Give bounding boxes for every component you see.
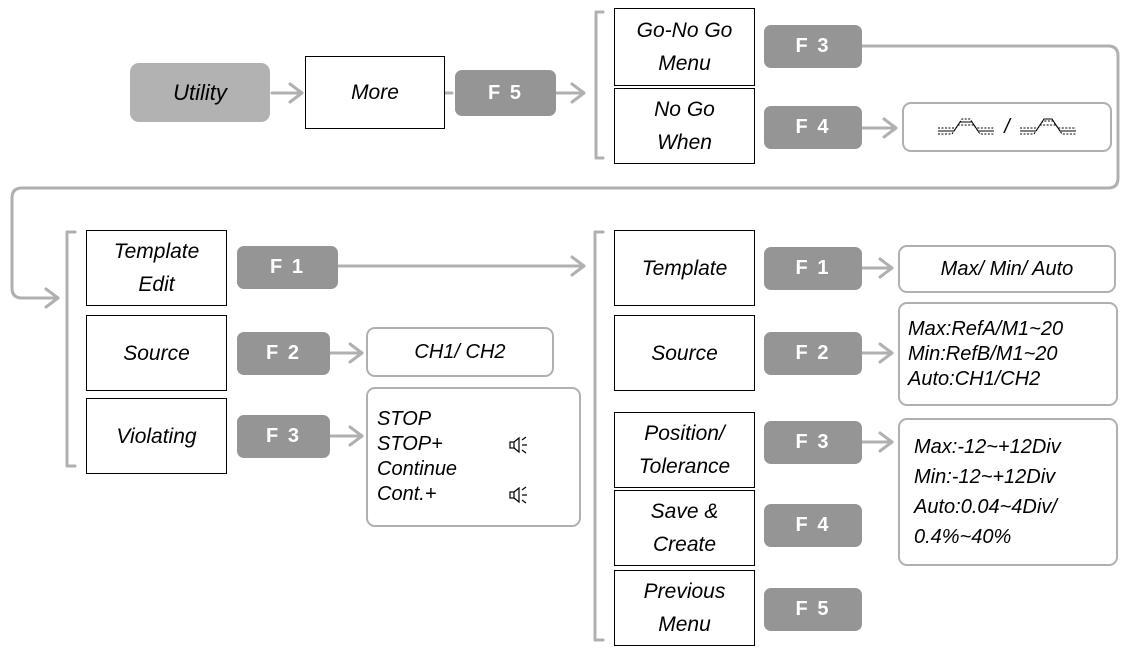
f3-key-left[interactable]: F 3: [237, 415, 330, 458]
violating-option-text: Continue: [377, 458, 458, 480]
violating-option-text: Cont.+: [377, 483, 437, 505]
utility-label: Utility: [173, 79, 227, 105]
f1-key-left[interactable]: F 1: [237, 246, 338, 289]
f4-label: F 4: [795, 514, 831, 536]
template-edit-line1: Template: [113, 240, 200, 263]
violating-option-stop: STOP: [377, 407, 431, 432]
f1-label: F 1: [270, 256, 305, 278]
template-label: Template: [641, 256, 728, 280]
template-edit-box: Template Edit: [86, 230, 227, 306]
f5-key-right[interactable]: F 5: [764, 588, 862, 631]
source-box-left: Source: [86, 315, 227, 391]
template-box: Template: [614, 230, 755, 306]
position-tolerance-line1: Position/: [644, 422, 725, 445]
violating-option-stop-beep: STOP+: [377, 432, 529, 457]
f4-key-top[interactable]: F 4: [764, 106, 862, 149]
f5-label: F 5: [488, 81, 523, 104]
previous-menu-line1: Previous: [643, 580, 726, 603]
violating-option-text: STOP: [377, 408, 432, 430]
speaker-icon: [509, 486, 527, 503]
more-menu-box: More: [305, 56, 445, 129]
utility-key[interactable]: Utility: [130, 63, 270, 122]
save-create-line1: Save &: [650, 500, 719, 523]
nogo-when-line1: No Go: [654, 98, 715, 121]
f2-key-right[interactable]: F 2: [764, 332, 862, 375]
previous-menu-line2: Menu: [658, 613, 711, 636]
gonogo-menu-box: Go-No Go Menu: [614, 8, 755, 86]
f5-key-top[interactable]: F 5: [455, 70, 556, 116]
source-options-right: Max:RefA/M1~20 Min:RefB/M1~20 Auto:CH1/C…: [898, 302, 1118, 406]
f3-label: F 3: [795, 431, 831, 453]
violating-box: Violating: [86, 398, 227, 474]
f2-label: F 2: [795, 342, 831, 364]
f3-label: F 3: [795, 35, 831, 57]
source-box-right: Source: [614, 315, 755, 391]
position-options: Max:-12~+12Div Min:-12~+12Div Auto:0.04~…: [898, 418, 1118, 566]
nogo-when-options: /: [902, 102, 1112, 152]
nogo-when-line2: When: [657, 131, 712, 154]
position-tolerance-line2: Tolerance: [638, 455, 731, 478]
speaker-icon: [509, 436, 527, 453]
position-option-auto: Auto:0.04~4Div/: [914, 496, 1057, 518]
position-option-min: Min:-12~+12Div: [914, 466, 1056, 488]
template-options-text: Max/ Min/ Auto: [940, 257, 1074, 280]
source-option-min: Min:RefB/M1~20: [908, 342, 1058, 365]
violating-option-text: STOP+: [377, 433, 443, 455]
f5-label: F 5: [795, 598, 831, 620]
violating-option-continue: Continue: [377, 457, 457, 482]
f3-label: F 3: [266, 425, 301, 447]
nogo-options-separator: /: [1004, 115, 1010, 138]
signal-exits-mask-icon: [938, 118, 995, 135]
f4-key-right[interactable]: F 4: [764, 504, 862, 547]
f4-label: F 4: [795, 116, 831, 138]
source-label-right: Source: [651, 341, 718, 365]
f2-key-left[interactable]: F 2: [237, 332, 330, 375]
template-edit-line2: Edit: [138, 273, 175, 296]
source-options-left: CH1/ CH2: [366, 327, 554, 377]
position-option-max: Max:-12~+12Div: [914, 436, 1061, 458]
violating-options: STOP STOP+ Continue Cont.+: [366, 387, 581, 527]
violating-label: Violating: [116, 424, 197, 448]
position-tolerance-box: Position/ Tolerance: [614, 412, 755, 488]
more-label: More: [351, 81, 399, 104]
f1-label: F 1: [795, 257, 831, 279]
f3-key-top[interactable]: F 3: [764, 25, 862, 68]
gonogo-menu-line2: Menu: [658, 52, 711, 75]
signal-enters-mask-icon: [1019, 118, 1076, 135]
template-options: Max/ Min/ Auto: [898, 245, 1116, 293]
gonogo-menu-line1: Go-No Go: [636, 19, 733, 42]
f1-key-right[interactable]: F 1: [764, 247, 862, 290]
source-options-left-text: CH1/ CH2: [414, 340, 506, 363]
f3-key-right[interactable]: F 3: [764, 421, 862, 464]
f2-label: F 2: [266, 342, 301, 364]
source-label-left: Source: [123, 341, 190, 365]
save-create-line2: Create: [652, 533, 717, 556]
source-option-max: Max:RefA/M1~20: [908, 317, 1064, 340]
previous-menu-box: Previous Menu: [614, 570, 755, 646]
save-create-box: Save & Create: [614, 490, 755, 566]
violating-option-continue-beep: Cont.+: [377, 482, 529, 507]
source-option-auto: Auto:CH1/CH2: [908, 367, 1041, 390]
position-option-auto-percent: 0.4%~40%: [914, 526, 1012, 548]
nogo-when-box: No Go When: [614, 88, 755, 164]
